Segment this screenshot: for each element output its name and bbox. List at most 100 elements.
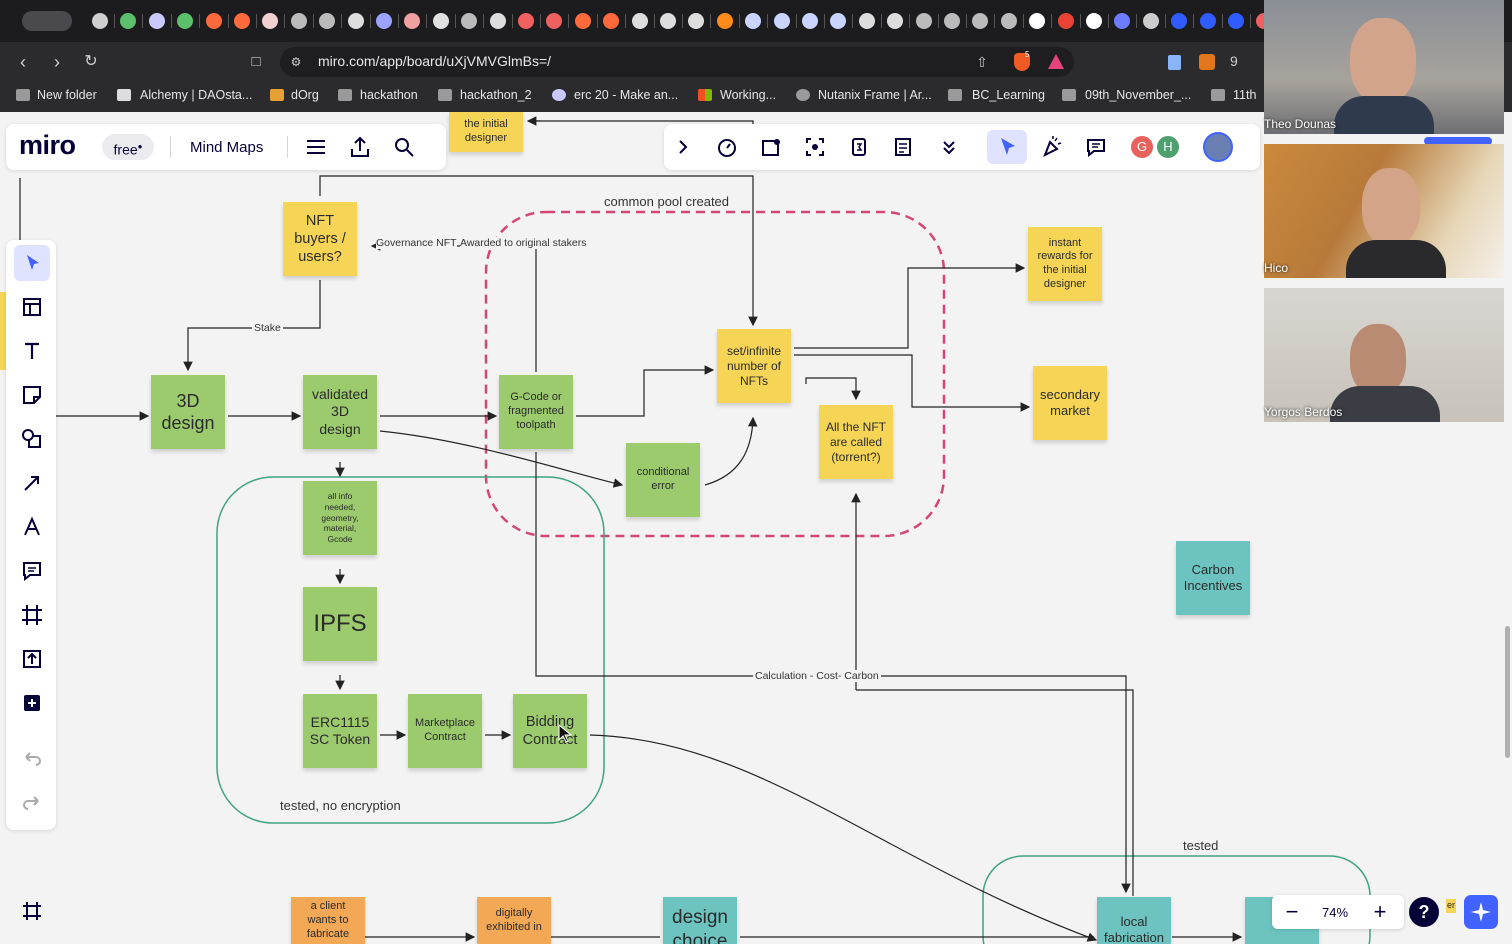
sticky-conditional-error[interactable]: conditional error <box>626 443 700 517</box>
tab-favicon-icon[interactable] <box>290 13 307 29</box>
stake-label[interactable]: Stake <box>252 322 283 334</box>
tab-favicon-icon[interactable] <box>688 13 705 29</box>
pen-icon[interactable] <box>16 511 48 543</box>
tab-favicon-icon[interactable] <box>546 13 563 29</box>
bookmark-item[interactable]: New folder <box>37 88 97 102</box>
bookmark-page-icon[interactable]: □ <box>251 53 261 70</box>
comments-icon[interactable] <box>1081 132 1111 162</box>
bookmark-item[interactable]: erc 20 - Make an... <box>574 88 679 102</box>
sticky-partial-yellow[interactable]: er <box>1446 899 1456 913</box>
plan-badge[interactable]: free● <box>102 134 154 160</box>
tab-favicon-icon[interactable] <box>1171 13 1188 29</box>
sticky-erc1115-token[interactable]: ERC1115 SC Token <box>303 694 377 768</box>
tab-favicon-icon[interactable] <box>745 13 762 29</box>
share-page-icon[interactable]: ⇧ <box>976 54 988 70</box>
bookmark-item[interactable]: Alchemy | DAOsta... <box>140 88 253 102</box>
tab-favicon-icon[interactable] <box>631 13 648 29</box>
cursor-tool-active[interactable] <box>987 130 1027 164</box>
user-avatar[interactable] <box>1203 132 1233 162</box>
tab-favicon-icon[interactable] <box>205 13 222 29</box>
chevron-right-icon[interactable] <box>668 132 698 162</box>
sticky-nft-buyers[interactable]: NFT buyers / users? <box>283 202 357 276</box>
tab-favicon-icon[interactable] <box>319 13 336 29</box>
tab-favicon-icon[interactable] <box>92 13 108 29</box>
tested-no-encryption-label[interactable]: tested, no encryption <box>280 798 401 813</box>
redo-icon[interactable] <box>16 787 48 819</box>
board-canvas[interactable] <box>0 112 1512 944</box>
tab-favicon-icon[interactable] <box>1142 13 1159 29</box>
upload-icon[interactable] <box>16 643 48 675</box>
zoom-in-button[interactable]: + <box>1373 899 1387 924</box>
templates-icon[interactable] <box>16 291 48 323</box>
sticky-digitally-exhibited[interactable]: digitally exhibited in <box>477 897 551 944</box>
site-settings-icon[interactable]: ⚙ <box>290 55 302 69</box>
sticky-design-choice[interactable]: design choice <box>663 897 737 944</box>
timer-icon[interactable] <box>712 132 742 162</box>
brave-shield-icon[interactable] <box>1014 53 1030 71</box>
sticky-instant-rewards[interactable]: instant rewards for the initial designer <box>1028 227 1102 301</box>
address-bar[interactable] <box>280 47 1074 77</box>
video-tile-2[interactable] <box>1264 144 1504 278</box>
select-cursor-icon[interactable] <box>16 247 48 279</box>
tab-favicon-icon[interactable] <box>773 13 790 29</box>
avatar[interactable]: G <box>1129 134 1155 160</box>
rewards-icon[interactable] <box>1048 54 1064 69</box>
zoom-out-button[interactable]: − <box>1285 899 1299 924</box>
search-icon[interactable] <box>389 132 419 162</box>
tab-favicon-icon[interactable] <box>1114 13 1131 29</box>
comment-icon[interactable] <box>16 555 48 587</box>
sticky-ipfs[interactable]: IPFS <box>303 587 377 661</box>
tab-favicon-icon[interactable] <box>262 13 279 29</box>
shapes-icon[interactable] <box>16 423 48 455</box>
tab-favicon-icon[interactable] <box>1057 13 1074 29</box>
sticky-validated-3d-design[interactable]: validated 3D design <box>303 375 377 449</box>
bookmark-item[interactable]: hackathon <box>360 88 418 102</box>
awarded-stakers-label[interactable]: Awarded to original stakers <box>460 237 587 249</box>
tab-favicon-icon[interactable] <box>234 13 250 29</box>
tab-favicon-icon[interactable] <box>489 13 506 29</box>
text-tool-icon[interactable] <box>16 335 48 367</box>
tab-favicon-icon[interactable] <box>1199 13 1216 29</box>
avatar[interactable]: H <box>1155 134 1181 160</box>
tab-favicon-icon[interactable] <box>660 13 676 29</box>
sticky-all-info-needed[interactable]: all info needed, geometry, material, Gco… <box>303 481 377 555</box>
tab-favicon-icon[interactable] <box>574 13 591 29</box>
reload-icon[interactable]: ↻ <box>84 53 98 70</box>
tab-favicon-icon[interactable] <box>432 13 449 29</box>
sticky-initial-designer-top[interactable]: the initial designer <box>449 112 523 152</box>
smart-sticky-icon[interactable] <box>756 132 786 162</box>
more-tools-icon[interactable] <box>934 132 964 162</box>
bookmark-item[interactable]: Working... <box>720 88 777 102</box>
board-name[interactable]: Mind Maps <box>190 139 264 156</box>
bookmark-item[interactable]: BC_Learning <box>972 88 1045 102</box>
calculation-label[interactable]: Calculation - Cost- Carbon <box>753 670 881 682</box>
back-icon[interactable]: ‹ <box>20 52 26 72</box>
vertical-scrollbar[interactable] <box>1505 626 1510 758</box>
tab-favicon-icon[interactable] <box>830 13 847 29</box>
voting-icon[interactable] <box>844 132 874 162</box>
bookmark-item[interactable]: Nutanix Frame | Ar... <box>818 88 932 102</box>
tab-favicon-icon[interactable] <box>603 13 620 29</box>
connection-line-icon[interactable] <box>16 467 48 499</box>
tab-favicon-icon[interactable] <box>858 13 875 29</box>
sticky-carbon-incentives[interactable]: Carbon Incentives <box>1176 541 1250 615</box>
tab-favicon-icon[interactable] <box>972 13 989 29</box>
sticky-secondary-market[interactable]: secondary market <box>1033 366 1107 440</box>
tab-favicon-icon[interactable] <box>716 13 733 29</box>
tab-favicon-icon[interactable] <box>148 13 165 29</box>
sticky-note-icon[interactable] <box>16 379 48 411</box>
tab-favicon-icon[interactable] <box>887 13 904 29</box>
metamask-icon[interactable] <box>1199 54 1215 70</box>
help-button[interactable]: ? <box>1409 897 1439 927</box>
sticky-client-fabricate[interactable]: a client wants to fabricate <box>291 897 365 944</box>
frames-panel-icon[interactable] <box>16 895 48 927</box>
tab-favicon-icon[interactable] <box>802 13 818 29</box>
bookmark-item[interactable]: dOrg <box>291 88 319 102</box>
undo-icon[interactable] <box>16 743 48 775</box>
sticky-gcode-toolpath[interactable]: G-Code or fragmented toolpath <box>499 375 573 449</box>
tab-favicon-icon[interactable] <box>461 13 478 29</box>
reader-icon[interactable] <box>1168 55 1181 70</box>
bookmark-item[interactable]: 11th <box>1233 88 1257 102</box>
common-pool-label[interactable]: common pool created <box>604 194 730 209</box>
video-tile-1[interactable] <box>1264 0 1504 134</box>
